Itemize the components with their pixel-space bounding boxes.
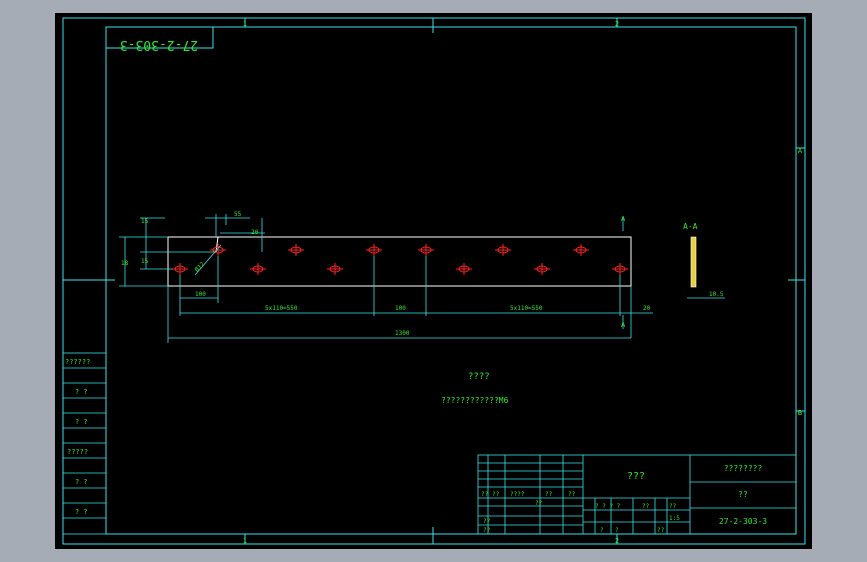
hole — [366, 244, 382, 256]
notes-body: ????????????M6 — [441, 396, 509, 405]
zone-number: 2 — [615, 20, 619, 28]
title-row-label: ?? — [568, 491, 576, 498]
drawing-canvas: 1 2 1 2 A B 27-2-303-3 — [62, 17, 806, 545]
section-dim: 10.5 — [709, 291, 724, 298]
title-small-cell: ?? — [657, 527, 665, 534]
side-table-cell: ?????? — [65, 358, 90, 366]
dim-chain-mid: 100 — [395, 305, 406, 312]
side-table-cell: ? ? — [75, 478, 88, 486]
title-row-label: ???? — [510, 491, 525, 498]
notes-title: ???? — [468, 372, 490, 382]
dim-top-small: 55 — [234, 211, 242, 218]
section-mark-upper: A — [621, 215, 626, 223]
dim-overall: 1300 — [395, 330, 410, 337]
title-row-label: ?? — [492, 491, 500, 498]
title-bottom-label: ?? — [483, 527, 491, 534]
hole — [172, 263, 188, 275]
dimension-lines — [119, 214, 653, 343]
part-name: ??? — [627, 471, 645, 482]
dim-left-inner: 15 — [141, 258, 149, 265]
hole-label: Ø12 — [194, 261, 207, 274]
side-table-cell: ? ? — [75, 388, 88, 396]
title-small-cell: ? — [600, 527, 604, 534]
section-hatch — [690, 236, 697, 288]
title-bottom-label: ?? — [535, 500, 543, 507]
title-small-cell: ?? — [642, 503, 650, 510]
section-view-label: A-A — [683, 222, 698, 231]
side-table-cell: ????? — [67, 448, 88, 456]
dim-left-vertical: 18 — [121, 260, 129, 267]
drawing-sheet[interactable]: 1 2 1 2 A B 27-2-303-3 — [55, 13, 812, 549]
title-bottom-label: ?? — [483, 518, 491, 525]
hole — [288, 244, 304, 256]
dim-chain-left: 5x110=550 — [265, 305, 298, 312]
zone-number: 1 — [243, 20, 247, 28]
zone-number: 2 — [615, 537, 619, 545]
hole — [327, 263, 343, 275]
hole — [456, 263, 472, 275]
hole — [573, 244, 589, 256]
outer-frame — [62, 17, 806, 545]
number-stamp: 27-2-303-3 — [120, 37, 198, 52]
title-small-cell: ? ? ? ? — [595, 503, 621, 510]
side-table — [62, 352, 107, 535]
side-table-cell: ? ? — [75, 508, 88, 516]
number-stamp-box — [105, 26, 214, 49]
material: ?? — [738, 490, 748, 499]
title-row-label: ?? — [545, 491, 553, 498]
company-name: ???????? — [724, 464, 763, 473]
drawing-code: 27-2-303-3 — [719, 517, 767, 526]
hole — [495, 244, 511, 256]
hole — [210, 244, 226, 256]
zone-letter: B — [798, 409, 802, 417]
section-mark-lower: A — [621, 321, 626, 329]
side-table-cell: ? ? — [75, 418, 88, 426]
bar-outline — [167, 236, 632, 287]
dim-chain-right: 5x110=550 — [510, 305, 543, 312]
hole — [250, 263, 266, 275]
title-row-label: ?? — [481, 491, 489, 498]
dim-top-left-small: 15 — [141, 218, 149, 225]
title-small-cell: ? — [615, 527, 619, 534]
dim-right-small: 20 — [251, 229, 259, 236]
hole-group — [172, 244, 628, 275]
zone-number: 1 — [243, 537, 247, 545]
dim-pitch-start: 100 — [195, 291, 206, 298]
title-small-cell: ?? — [669, 503, 677, 510]
hole — [534, 263, 550, 275]
hole — [612, 263, 628, 275]
zone-letter: A — [798, 147, 803, 155]
scale-value: 1:5 — [669, 515, 680, 522]
dim-tail: 20 — [643, 305, 651, 312]
title-block-grid — [477, 454, 797, 535]
hole — [418, 244, 434, 256]
